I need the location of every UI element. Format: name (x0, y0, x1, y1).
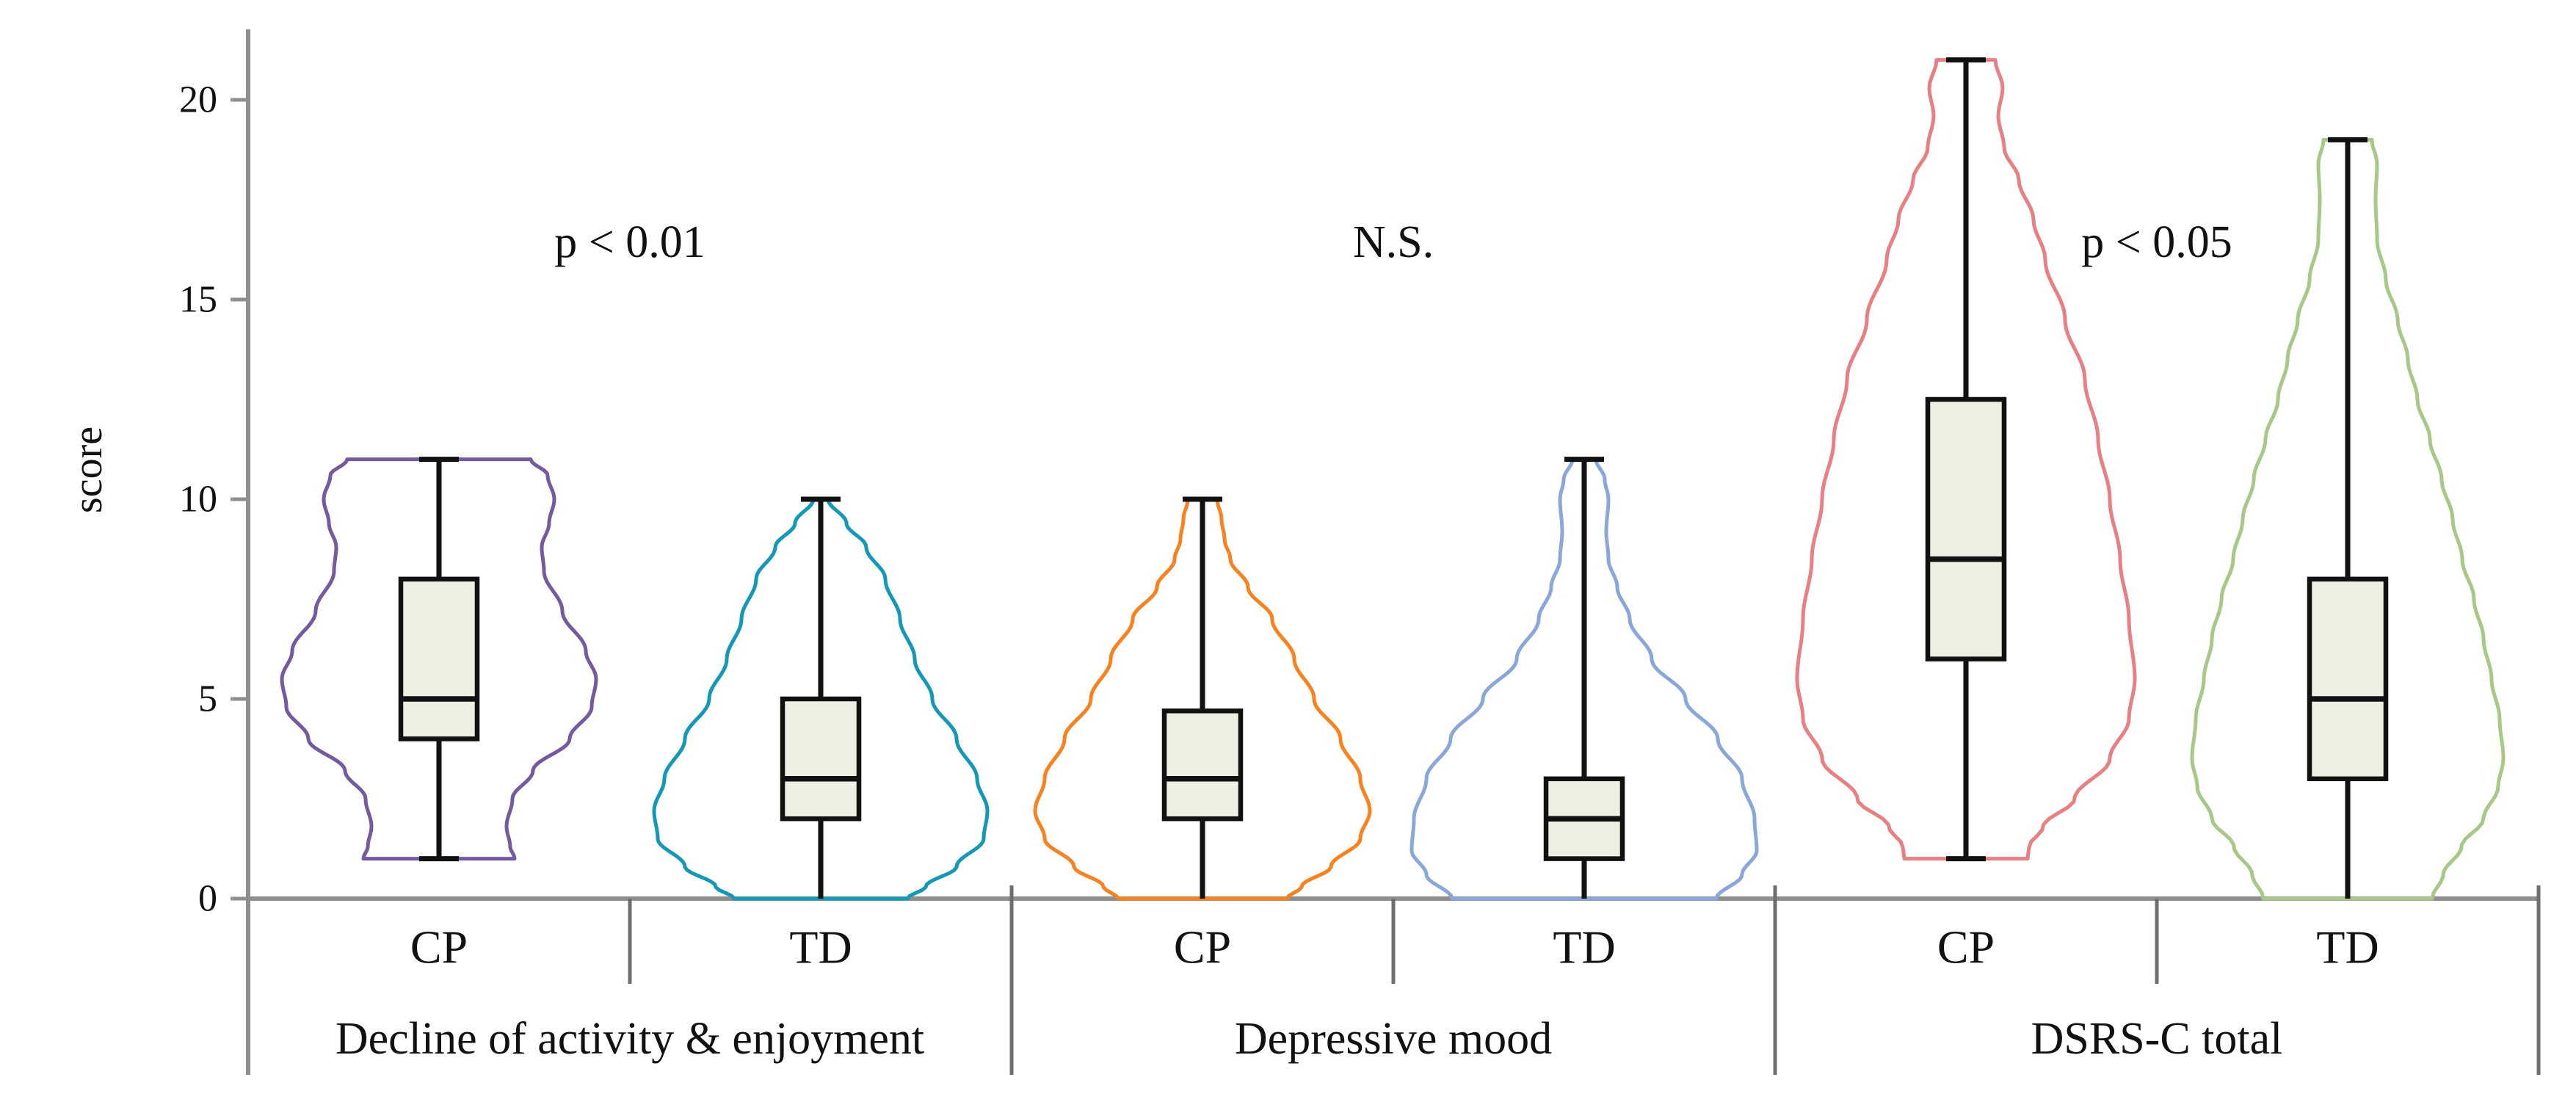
series-label-depressive-mood-cp: CP (1174, 921, 1231, 974)
group-label: Decline of activity & enjoyment (335, 1014, 924, 1064)
y-tick-label: 0 (198, 878, 217, 920)
significance-annotation: p < 0.05 (2081, 217, 2232, 267)
iqr-box (398, 576, 480, 742)
iqr-box (780, 696, 862, 822)
y-tick-label: 5 (198, 678, 217, 720)
y-tick-label: 20 (179, 79, 217, 121)
group-label: DSRS-C total (2031, 1014, 2283, 1064)
significance-annotation: p < 0.01 (554, 217, 705, 267)
y-tick-label: 10 (179, 479, 217, 521)
series-label-dsrs-c-total-cp: CP (1937, 921, 1995, 974)
violin-outline-decline-of-activity-enjoyment-cp (280, 457, 598, 861)
series-label-depressive-mood-td: TD (1553, 921, 1615, 974)
y-axis-label-text: score (65, 426, 111, 514)
iqr-box (2307, 576, 2389, 782)
series-label-decline-of-activity-enjoyment-td: TD (789, 921, 852, 974)
group-label: Depressive mood (1235, 1014, 1552, 1064)
violin-outline-decline-of-activity-enjoyment-td (652, 497, 990, 901)
violin-outline-dsrs-c-total-td (2190, 137, 2506, 901)
significance-annotation: N.S. (1353, 217, 1434, 267)
y-tick-label: 15 (179, 279, 217, 321)
iqr-box (1925, 396, 2007, 661)
violin-outline-dsrs-c-total-cp (1795, 58, 2137, 861)
iqr-box (1161, 708, 1244, 822)
series-label-decline-of-activity-enjoyment-cp: CP (410, 921, 468, 974)
violin-outline-depressive-mood-td (1409, 457, 1759, 901)
violin-outline-depressive-mood-cp (1033, 497, 1372, 901)
series-label-dsrs-c-total-td: TD (2316, 921, 2379, 974)
